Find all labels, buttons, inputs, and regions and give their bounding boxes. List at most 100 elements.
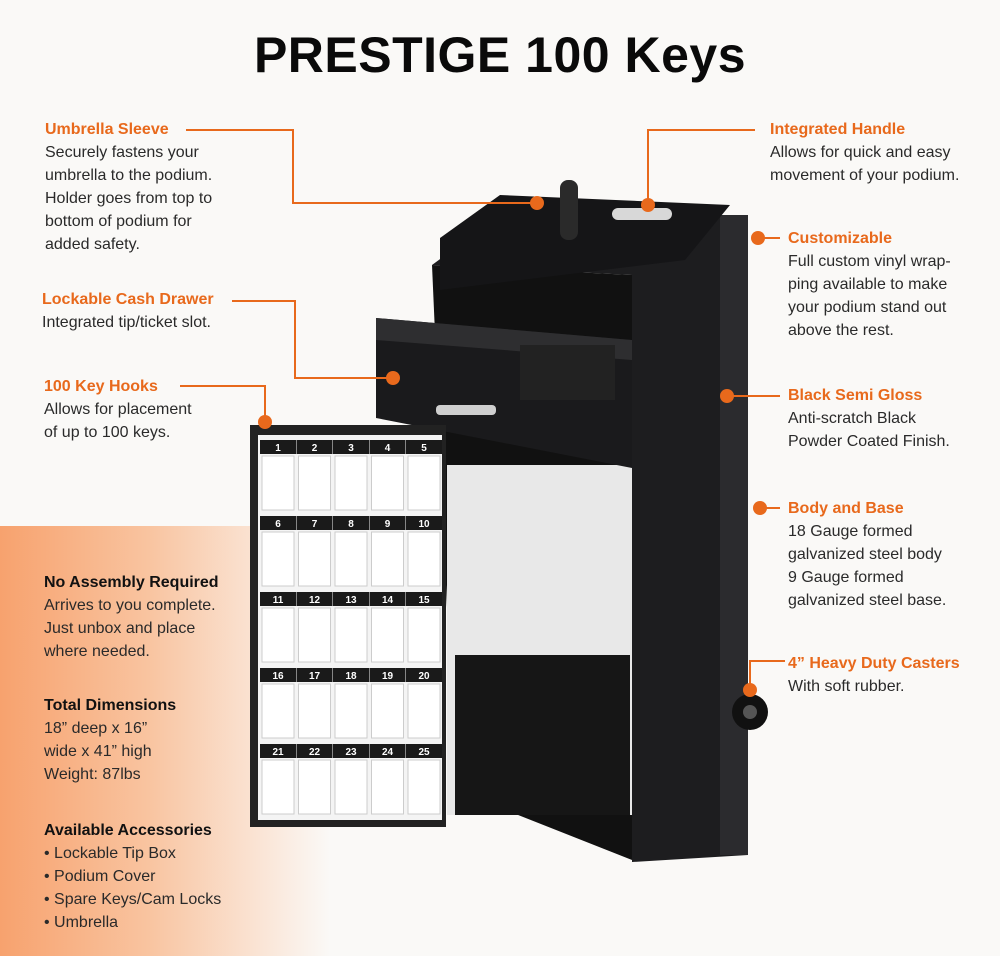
key-hook-slot	[407, 683, 441, 739]
key-slot-label-band	[296, 592, 333, 606]
key-number: 6	[275, 519, 281, 530]
key-number: 9	[385, 519, 391, 530]
feature-heading: Customizable	[788, 230, 893, 247]
key-slot-label-band	[369, 668, 406, 682]
description-line: wide x 41” high	[44, 743, 152, 760]
key-hook-slot	[298, 759, 331, 815]
key-slot-label-band	[296, 516, 333, 530]
description-line: Powder Coated Finish.	[788, 433, 950, 450]
feature-heading: Lockable Cash Drawer	[42, 291, 214, 308]
key-hook-slot	[371, 607, 404, 663]
description-line: Holder goes from top to	[45, 190, 213, 207]
description-line: Arrives to you complete.	[44, 597, 216, 614]
key-number: 5	[421, 443, 427, 454]
description-line: • Umbrella	[44, 914, 119, 931]
feature-heading: Black Semi Gloss	[788, 387, 923, 404]
key-slot-label-band	[406, 592, 442, 606]
description-line: Allows for placement	[44, 401, 192, 418]
description-line: Allows for quick and easy	[770, 144, 951, 161]
key-number: 20	[418, 671, 430, 682]
key-slot-label-band	[406, 516, 442, 530]
key-hook-slot	[334, 607, 368, 663]
key-slot-label-band	[369, 516, 406, 530]
description-line: where needed.	[44, 643, 150, 660]
description-line: movement of your podium.	[770, 167, 960, 184]
spec-accessories: Available Accessories • Lockable Tip Box •…	[44, 820, 221, 934]
key-number: 11	[273, 595, 284, 606]
description-line: galvanized steel base.	[788, 592, 947, 609]
key-number: 25	[418, 747, 430, 758]
spec-heading: Available Accessories	[44, 822, 212, 839]
key-slot-label-band	[406, 440, 442, 454]
key-number: 15	[418, 595, 430, 606]
key-number: 18	[345, 671, 357, 682]
key-hook-slot	[334, 531, 368, 587]
key-hook-slot	[298, 683, 331, 739]
key-hook-slot	[298, 607, 331, 663]
description-line: above the rest.	[788, 322, 894, 339]
key-slot-label-band	[333, 592, 369, 606]
key-slot-label-band	[260, 744, 296, 758]
key-hook-slot	[261, 607, 295, 663]
description-line: • Lockable Tip Box	[44, 845, 176, 862]
umbrella-sleeve	[560, 180, 578, 240]
description-line: Securely fastens your	[45, 144, 199, 161]
key-number: 7	[312, 519, 318, 530]
key-slot-label-band	[260, 668, 296, 682]
handle	[612, 208, 672, 220]
description-line: of up to 100 keys.	[44, 424, 171, 441]
key-hook-slot	[298, 531, 331, 587]
key-slot-label-band	[369, 440, 406, 454]
key-slot-label-band	[406, 668, 442, 682]
key-number: 22	[309, 747, 321, 758]
tip-box	[520, 345, 615, 400]
drawer-handle	[436, 405, 496, 415]
key-number: 4	[385, 443, 391, 454]
key-hook-slot	[334, 683, 368, 739]
key-number: 12	[309, 595, 321, 606]
page-title: PRESTIGE 100 Keys	[253, 27, 747, 83]
key-hook-slot	[261, 759, 295, 815]
key-hook-slot	[261, 455, 295, 511]
callout-dots	[258, 196, 767, 697]
key-number: 1	[275, 443, 281, 454]
feature-heading: Umbrella Sleeve	[45, 121, 169, 138]
description-line: bottom of podium for	[45, 213, 192, 230]
key-number: 10	[418, 519, 430, 530]
description-line: With soft rubber.	[788, 678, 905, 695]
description-line: your podium stand out	[788, 299, 947, 316]
description-line: 18” deep x 16”	[44, 720, 148, 737]
spec-heading: No Assembly Required	[44, 574, 219, 591]
key-slot-label-band	[260, 440, 296, 454]
key-hook-slot	[371, 759, 404, 815]
key-slot-label-band	[369, 592, 406, 606]
key-hook-slot	[371, 531, 404, 587]
description-line: Integrated tip/ticket slot.	[42, 314, 211, 331]
key-slot-label-band	[296, 440, 333, 454]
key-hook-slot	[298, 455, 331, 511]
key-hook-slot	[261, 531, 295, 587]
key-hook-slot	[371, 683, 404, 739]
feature-heading: Integrated Handle	[770, 121, 906, 138]
key-slot-label-band	[333, 744, 369, 758]
key-number: 8	[348, 519, 354, 530]
feature-heading: Body and Base	[788, 500, 904, 517]
key-number: 14	[382, 595, 394, 606]
description-line: umbrella to the podium.	[45, 167, 213, 184]
key-hook-slot	[334, 759, 368, 815]
key-hook-slot	[407, 759, 441, 815]
key-hook-slot	[371, 455, 404, 511]
key-number: 3	[348, 443, 354, 454]
description-line: Full custom vinyl wrap-	[788, 253, 951, 270]
key-number: 2	[312, 443, 318, 454]
podium-side	[432, 215, 748, 862]
description-line: Just unbox and place	[44, 620, 196, 637]
description-line: Weight: 87lbs	[44, 766, 141, 783]
key-slot-label-band	[406, 744, 442, 758]
key-slot-label-band	[260, 516, 296, 530]
